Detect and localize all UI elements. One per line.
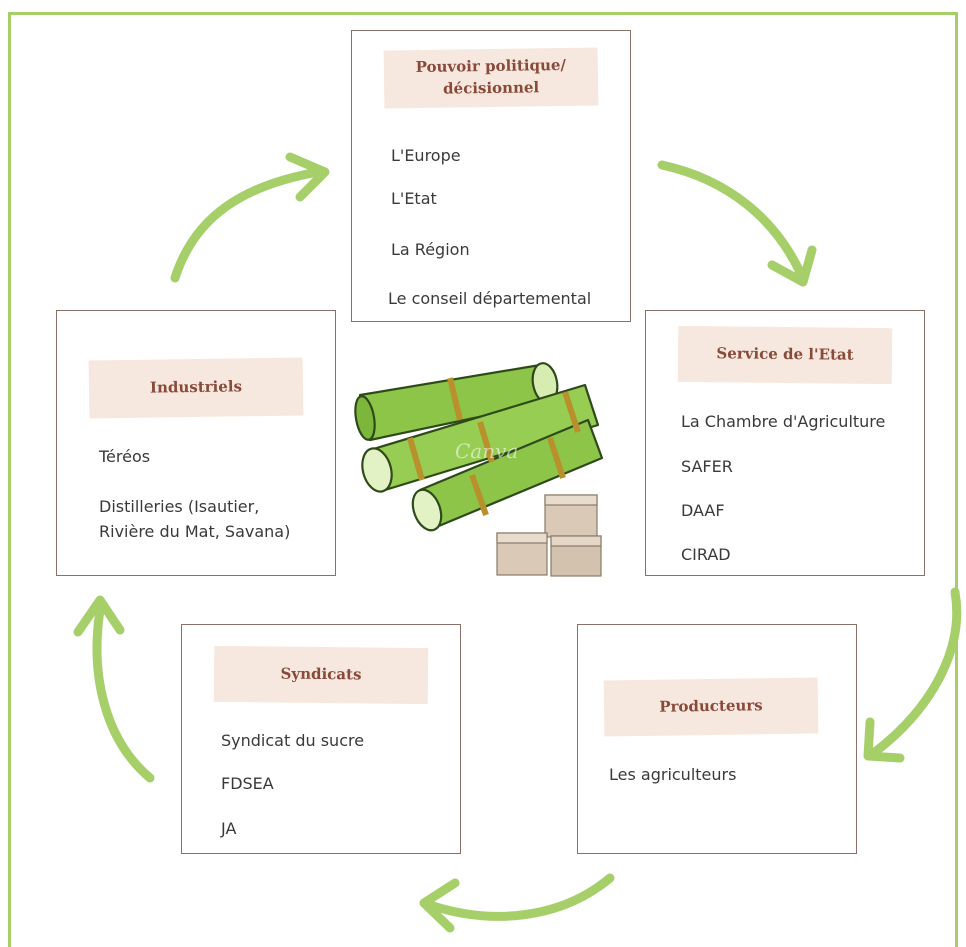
item-distilleries: Distilleries (Isautier, Rivière du Mat, … — [99, 497, 291, 541]
item-conseil-departemental: Le conseil départemental — [388, 289, 592, 308]
diagram-frame — [8, 12, 958, 947]
arrow-industriels-to-pouvoir — [170, 167, 323, 283]
card-service-etat: Service de l'Etat La Chambre d'Agricultu… — [645, 310, 925, 576]
arrow-head-service-to-producteurs — [863, 717, 905, 763]
item-daaf: DAAF — [681, 501, 725, 520]
item-region: La Région — [391, 240, 470, 259]
card-pouvoir-politique: Pouvoir politique/ décisionnel L'Europe … — [351, 30, 631, 322]
card-producteurs: Producteurs Les agriculteurs — [577, 624, 857, 854]
item-syndicat-sucre: Syndicat du sucre — [221, 731, 365, 750]
sugarcane-illustration: Canva — [354, 362, 604, 577]
item-europe: L'Europe — [391, 146, 461, 165]
item-chambre-agriculture: La Chambre d'Agriculture — [681, 412, 886, 431]
arrow-service-to-producteurs — [870, 587, 962, 757]
item-safer: SAFER — [681, 457, 733, 476]
item-etat: L'Etat — [391, 189, 437, 208]
arrow-head-industriels-to-pouvoir — [285, 152, 330, 202]
arrow-pouvoir-to-service — [657, 160, 805, 277]
item-fdsea: FDSEA — [221, 774, 274, 793]
watermark-text: Canva — [455, 439, 518, 463]
card-industriels: Industriels Téréos Distilleries (Isautie… — [56, 310, 336, 576]
title-industriels: Industriels — [88, 357, 304, 419]
arrow-producteurs-to-syndicats — [425, 873, 615, 921]
arrow-head-syndicats-to-industriels — [73, 595, 125, 637]
arrow-head-pouvoir-to-service — [767, 245, 817, 287]
item-ja: JA — [221, 819, 237, 838]
title-producteurs: Producteurs — [603, 677, 819, 737]
item-agriculteurs: Les agriculteurs — [609, 765, 737, 784]
item-cirad: CIRAD — [681, 545, 731, 564]
title-syndicats: Syndicats — [213, 645, 429, 705]
title-service-etat: Service de l'Etat — [677, 325, 893, 385]
card-syndicats: Syndicats Syndicat du sucre FDSEA JA — [181, 624, 461, 854]
arrow-head-producteurs-to-syndicats — [419, 878, 460, 933]
arrow-syndicats-to-industriels — [92, 605, 155, 783]
title-pouvoir-politique: Pouvoir politique/ décisionnel — [383, 47, 599, 109]
item-tereos: Téréos — [99, 447, 151, 466]
